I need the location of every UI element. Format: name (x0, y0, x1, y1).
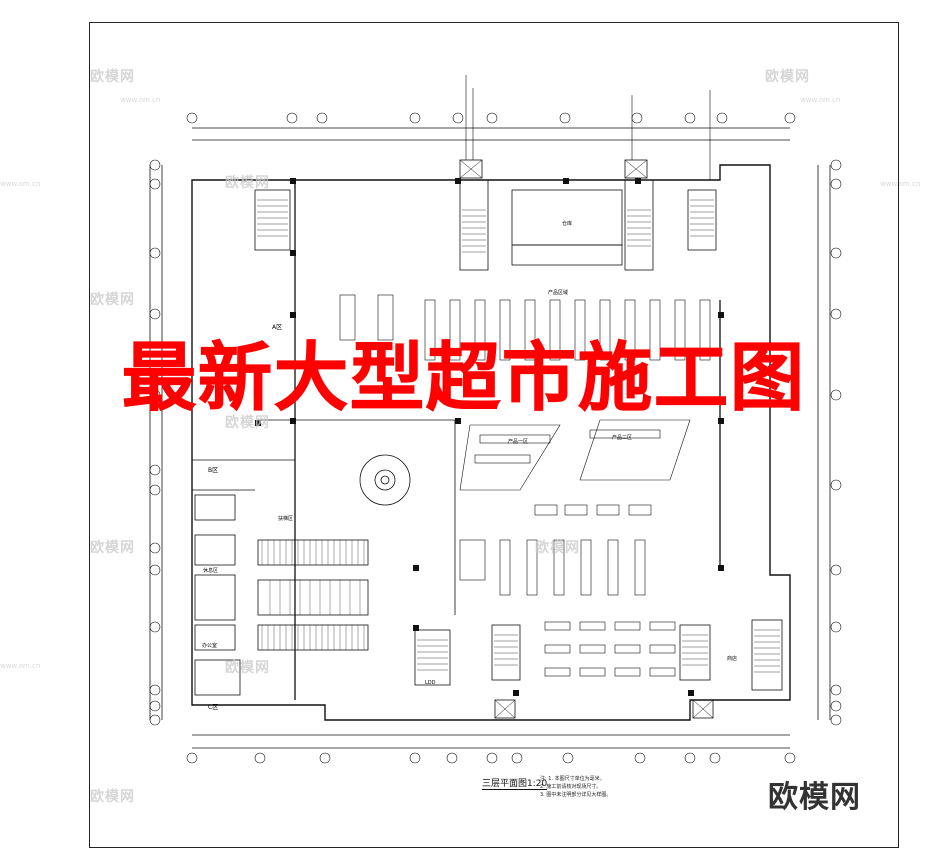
watermark-url: www.om.cn (880, 180, 921, 188)
headline-title: 最新大型超市施工图 (122, 335, 806, 422)
watermark-url: www.om.cn (800, 96, 841, 104)
room-label-product-1: 产品一区 (508, 439, 529, 445)
room-label-elevator: LDD (425, 680, 436, 686)
watermark: 欧模网 (225, 415, 270, 431)
watermark: 欧模网 (225, 660, 270, 676)
watermark: 欧模网 (225, 175, 270, 191)
room-label-zone-b: B区 (208, 467, 219, 474)
room-label-shop: 商店 (727, 656, 738, 662)
watermark: 欧模网 (90, 292, 135, 308)
watermark-url: www.om.cn (0, 180, 41, 188)
note-line: 注: 1. 本图尺寸单位为毫米。 (540, 776, 605, 782)
watermark: 欧模网 (765, 69, 810, 85)
watermark: 欧模网 (90, 540, 135, 556)
watermark-url: www.om.cn (120, 96, 161, 104)
watermark-url: www.om.cn (0, 662, 41, 670)
room-label-store: 仓库 (562, 221, 573, 227)
drawing-caption: 三层平面图1:20 (482, 776, 548, 790)
watermark: 欧模网 (535, 540, 580, 556)
room-label-office: 办公室 (202, 643, 218, 649)
note-line: 2. 施工前请核对现场尺寸。 (540, 784, 602, 790)
watermark: 欧模网 (90, 789, 135, 805)
brand-logo: 欧模网 (768, 780, 861, 815)
room-label-lobby: 休息区 (203, 568, 219, 574)
note-line: 3. 图中未注明部分详见大样图。 (540, 792, 612, 798)
watermark: 欧模网 (90, 69, 135, 85)
room-label-zone-a: A区 (272, 324, 283, 331)
room-label-goods-zone: 产品区域 (548, 290, 569, 296)
room-label-product-2: 产品二区 (612, 435, 633, 441)
room-label-zone-c: C区 (208, 704, 219, 711)
room-label-escalator-hall: 扶梯区 (278, 516, 294, 522)
drawing-sheet-border (89, 22, 899, 848)
